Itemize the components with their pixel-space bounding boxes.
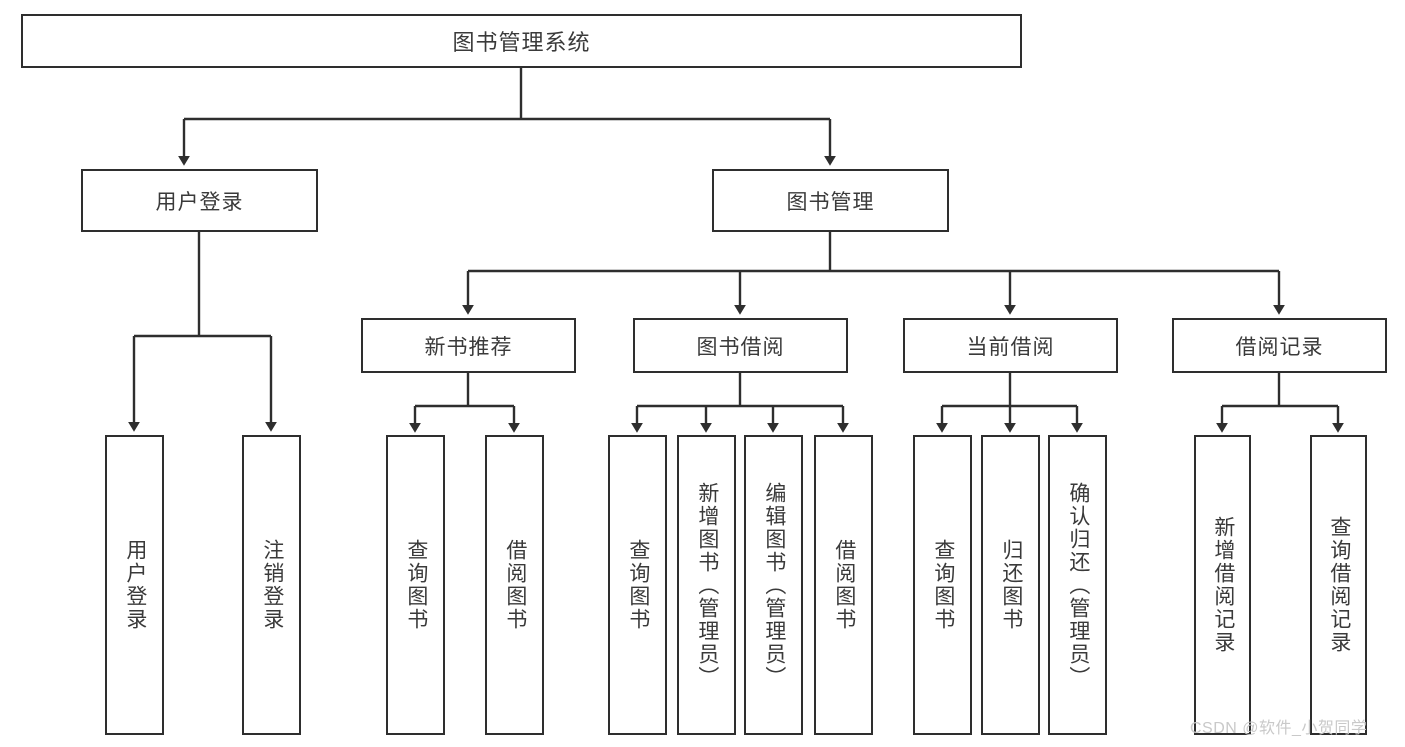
leaf-user-login-logout[interactable]: 注销登录: [242, 435, 301, 735]
node-label: 查询借阅记录: [1327, 516, 1351, 654]
node-label: 新增借阅记录: [1211, 516, 1235, 654]
node-book-borrow[interactable]: 图书借阅: [633, 318, 848, 373]
node-book-management-system[interactable]: 图书管理系统: [21, 14, 1022, 68]
node-label: 查询图书: [931, 539, 955, 631]
node-new-book-recommend[interactable]: 新书推荐: [361, 318, 576, 373]
node-label: 图书管理: [786, 190, 875, 214]
leaf-recommend-query-book[interactable]: 查询图书: [386, 435, 445, 735]
csdn-watermark: CSDN @软件_小贺同学: [1190, 720, 1368, 737]
leaf-borrow-borrow-book[interactable]: 借阅图书: [814, 435, 873, 735]
node-borrow-record[interactable]: 借阅记录: [1172, 318, 1387, 373]
node-label: 确认归还（管理员）: [1066, 481, 1090, 689]
node-label: 图书管理系统: [452, 30, 591, 55]
node-label: 图书借阅: [696, 335, 785, 359]
leaf-current-confirm-return-admin[interactable]: 确认归还（管理员）: [1048, 435, 1107, 735]
node-user-login[interactable]: 用户登录: [81, 169, 318, 232]
node-label: 查询图书: [404, 539, 428, 631]
leaf-borrow-edit-book-admin[interactable]: 编辑图书（管理员）: [744, 435, 803, 735]
node-label: 用户登录: [155, 190, 244, 214]
leaf-borrow-add-book-admin[interactable]: 新增图书（管理员）: [677, 435, 736, 735]
node-label: 新增图书（管理员）: [695, 481, 719, 689]
node-label: 借阅图书: [503, 539, 527, 631]
leaf-current-return-book[interactable]: 归还图书: [981, 435, 1040, 735]
node-label: 编辑图书（管理员）: [762, 481, 786, 689]
leaf-recommend-borrow-book[interactable]: 借阅图书: [485, 435, 544, 735]
node-label: 用户登录: [123, 539, 147, 631]
leaf-current-query-book[interactable]: 查询图书: [913, 435, 972, 735]
leaf-record-query-record[interactable]: 查询借阅记录: [1310, 435, 1367, 735]
leaf-user-login-login[interactable]: 用户登录: [105, 435, 164, 735]
leaf-record-add-record[interactable]: 新增借阅记录: [1194, 435, 1251, 735]
node-label: 查询图书: [626, 539, 650, 631]
node-book-management[interactable]: 图书管理: [712, 169, 949, 232]
node-label: 新书推荐: [424, 335, 513, 359]
node-label: 借阅记录: [1235, 335, 1324, 359]
node-label: 注销登录: [260, 539, 284, 631]
node-current-borrow[interactable]: 当前借阅: [903, 318, 1118, 373]
node-label: 当前借阅: [966, 335, 1055, 359]
leaf-borrow-query-book[interactable]: 查询图书: [608, 435, 667, 735]
node-label: 借阅图书: [832, 539, 856, 631]
node-label: 归还图书: [999, 539, 1023, 631]
